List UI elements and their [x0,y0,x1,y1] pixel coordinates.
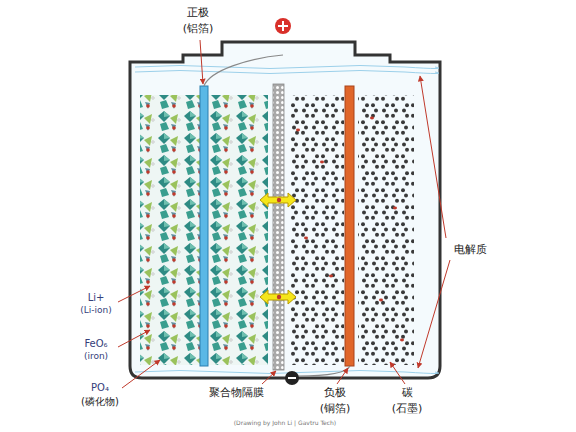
part-label: (铝箔) [183,22,214,35]
part-label: 碳 [402,386,413,399]
watermark: (Drawing by John Li | Gavtru Tech) [234,419,336,426]
part-label: (铜箔) [320,402,351,415]
part-label: 正极 [187,6,209,19]
part-label: FeO₆ [84,338,107,350]
part-label: (磷化物) [81,396,119,408]
part-label: (石墨) [392,402,423,415]
part-label: PO₄ [91,382,109,394]
part-label: (Li-ion) [80,305,112,316]
part-label: 聚合物隔膜 [209,386,264,399]
part-label: Li+ [88,292,105,304]
part-label: 负极 [324,386,346,399]
part-label: (iron) [84,351,108,362]
part-label: 电解质 [454,243,487,256]
